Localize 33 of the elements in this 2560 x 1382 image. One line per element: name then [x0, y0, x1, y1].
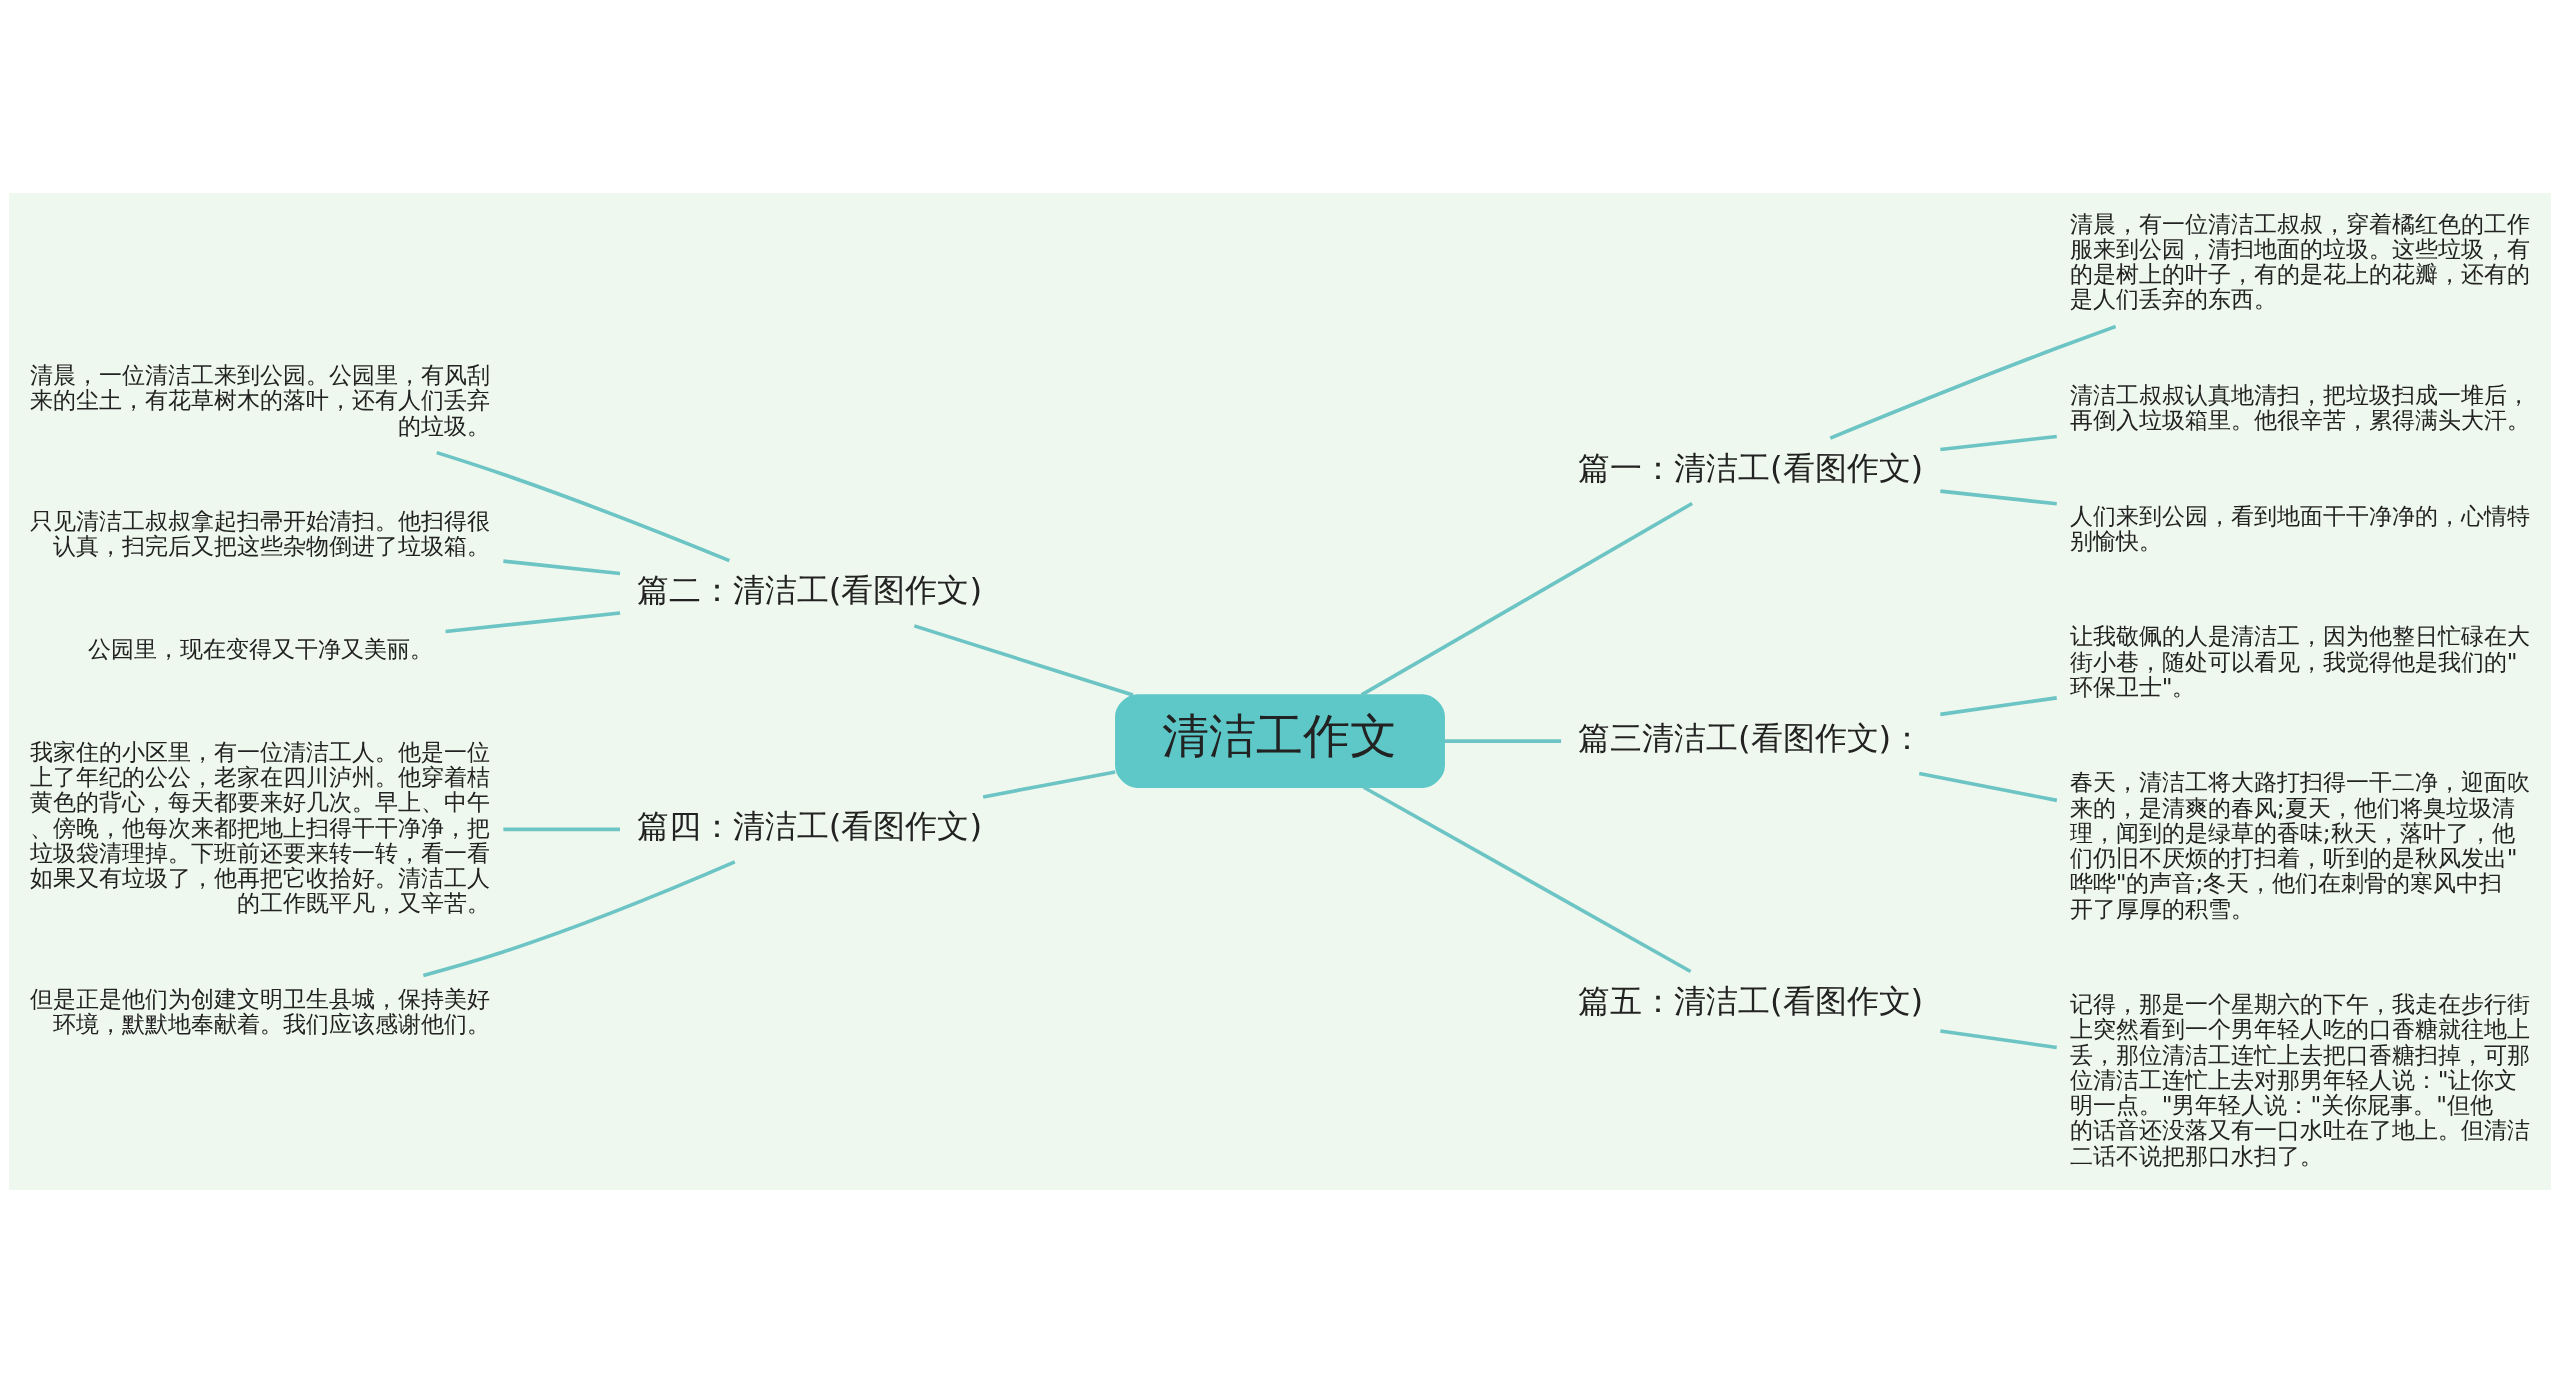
- connector: [1940, 434, 2057, 451]
- connector: [1918, 771, 2058, 802]
- node-text: 公园里，现在变得又干净又美丽。: [87, 634, 433, 663]
- node-text: 清晨，有一位清洁工叔叔，穿着橘红色的工作服来到公园，清扫地面的垃圾。这些垃圾，有的是树上的叶子，有的是花上的花瓣，还有的是人们丢弃的东西。: [2069, 209, 2530, 313]
- node-text: 但是正是他们为创建文明卫生县城，保持美好环境，默默地奉献着。我们应该感谢他们。: [30, 984, 491, 1038]
- connector: [422, 859, 736, 977]
- connector: [1940, 488, 2057, 506]
- node-text: 人们来到公园，看到地面干干净净的，心情特别愉快。: [2069, 501, 2530, 555]
- node-text: 我家住的小区里，有一位清洁工人。他是一位上了年纪的公公，老家在四川泸州。他穿着桔黄色的背心，每天都要来好几次。早上、中午、傍晚，他每次来都把地上扫得干干净净，把垃圾袋清理掉。下班前还要来转一转，看一看如果又有垃圾了，他再把它收拾好。清洁工人的工作既平凡，又辛苦。: [30, 737, 491, 917]
- node-text: 篇三清洁工(看图作文)：: [1577, 718, 1924, 757]
- node-text: 篇一：清洁工(看图作文): [1577, 448, 1924, 487]
- connector: [503, 827, 620, 831]
- node-text: 只见清洁工叔叔拿起扫帚开始清扫。他扫得很认真，扫完后又把这些杂物倒进了垃圾箱。: [30, 506, 491, 560]
- node-text: 记得，那是一个星期六的下午，我走在步行街上突然看到一个男年轻人吃的口香糖就往地上丢，那位清洁工连忙上去把口香糖扫掉，可那位清洁工连忙上去对那男年轻人说："让你文明一点。"男年轻人说："关你屁事。"但他的话音还没落又有一口水吐在了地上。但清洁二话不说把那口水扫了。: [2069, 989, 2530, 1170]
- connector: [436, 450, 731, 562]
- node-text: 清晨，一位清洁工来到公园。公园里，有风刮来的尘土，有花草树木的落叶，还有人们丢弃的垃圾。: [30, 360, 491, 440]
- connector: [913, 623, 1134, 697]
- node-text: 篇四：清洁工(看图作文): [636, 806, 983, 845]
- connector: [1444, 738, 1562, 743]
- node-text: 篇二：清洁工(看图作文): [636, 570, 983, 609]
- connector: [982, 769, 1116, 799]
- connector: [1362, 785, 1692, 973]
- connector: [1360, 501, 1694, 696]
- node-text: 春天，清洁工将大路打扫得一干二净，迎面吹来的，是清爽的春风;夏天，他们将臭垃圾清理，闻到的是绿草的香味;秋天，落叶了，他们仍旧不厌烦的打扫着，听到的是秋风发出"哗哗"的声音;冬天，他们在刺骨的寒风中扫开了厚厚的积雪。: [2069, 767, 2530, 923]
- node-box: 清洁工作文: [1115, 693, 1445, 788]
- node-text: 让我敬佩的人是清洁工，因为他整日忙碌在大街小巷，随处可以看见，我觉得他是我们的"环保卫士"。: [2069, 621, 2530, 701]
- connector: [445, 610, 621, 633]
- connector: [1940, 1028, 2057, 1049]
- connector: [1829, 324, 2117, 440]
- node-text: 篇五：清洁工(看图作文): [1577, 981, 1924, 1020]
- node-text: 清洁工叔叔认真地清扫，把垃圾扫成一堆后，再倒入垃圾箱里。他很辛苦，累得满头大汗。: [2069, 380, 2530, 434]
- connector: [1940, 695, 2057, 716]
- connector: [503, 558, 621, 575]
